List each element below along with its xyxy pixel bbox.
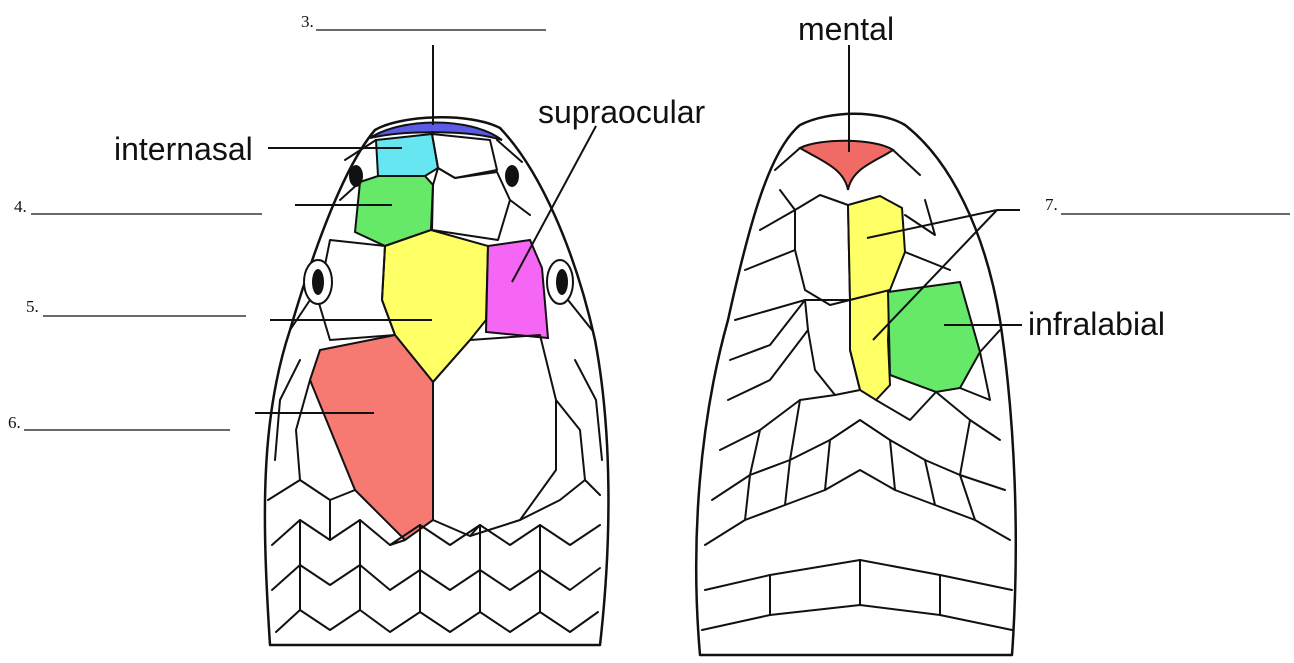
label-supraocular: supraocular — [538, 94, 706, 130]
left-nostril — [349, 165, 363, 187]
label-infralabial: infralabial — [1028, 306, 1165, 342]
blank-6-number: 6. — [8, 413, 21, 432]
labels: internasal supraocular mental infralabia… — [8, 11, 1290, 432]
label-mental: mental — [798, 11, 894, 47]
blank-7-number: 7. — [1045, 195, 1058, 214]
label-internasal: internasal — [114, 131, 253, 167]
right-eye — [547, 260, 573, 304]
ventral-head-view — [696, 114, 1016, 655]
internasal-scale — [376, 134, 438, 176]
right-nostril — [505, 165, 519, 187]
blank-4-number: 4. — [14, 197, 27, 216]
ventral-head-outline — [696, 114, 1016, 655]
left-eye — [304, 260, 332, 304]
blank-5-number: 5. — [26, 297, 39, 316]
blank-3-number: 3. — [301, 12, 314, 31]
dorsal-head-view — [265, 117, 609, 645]
